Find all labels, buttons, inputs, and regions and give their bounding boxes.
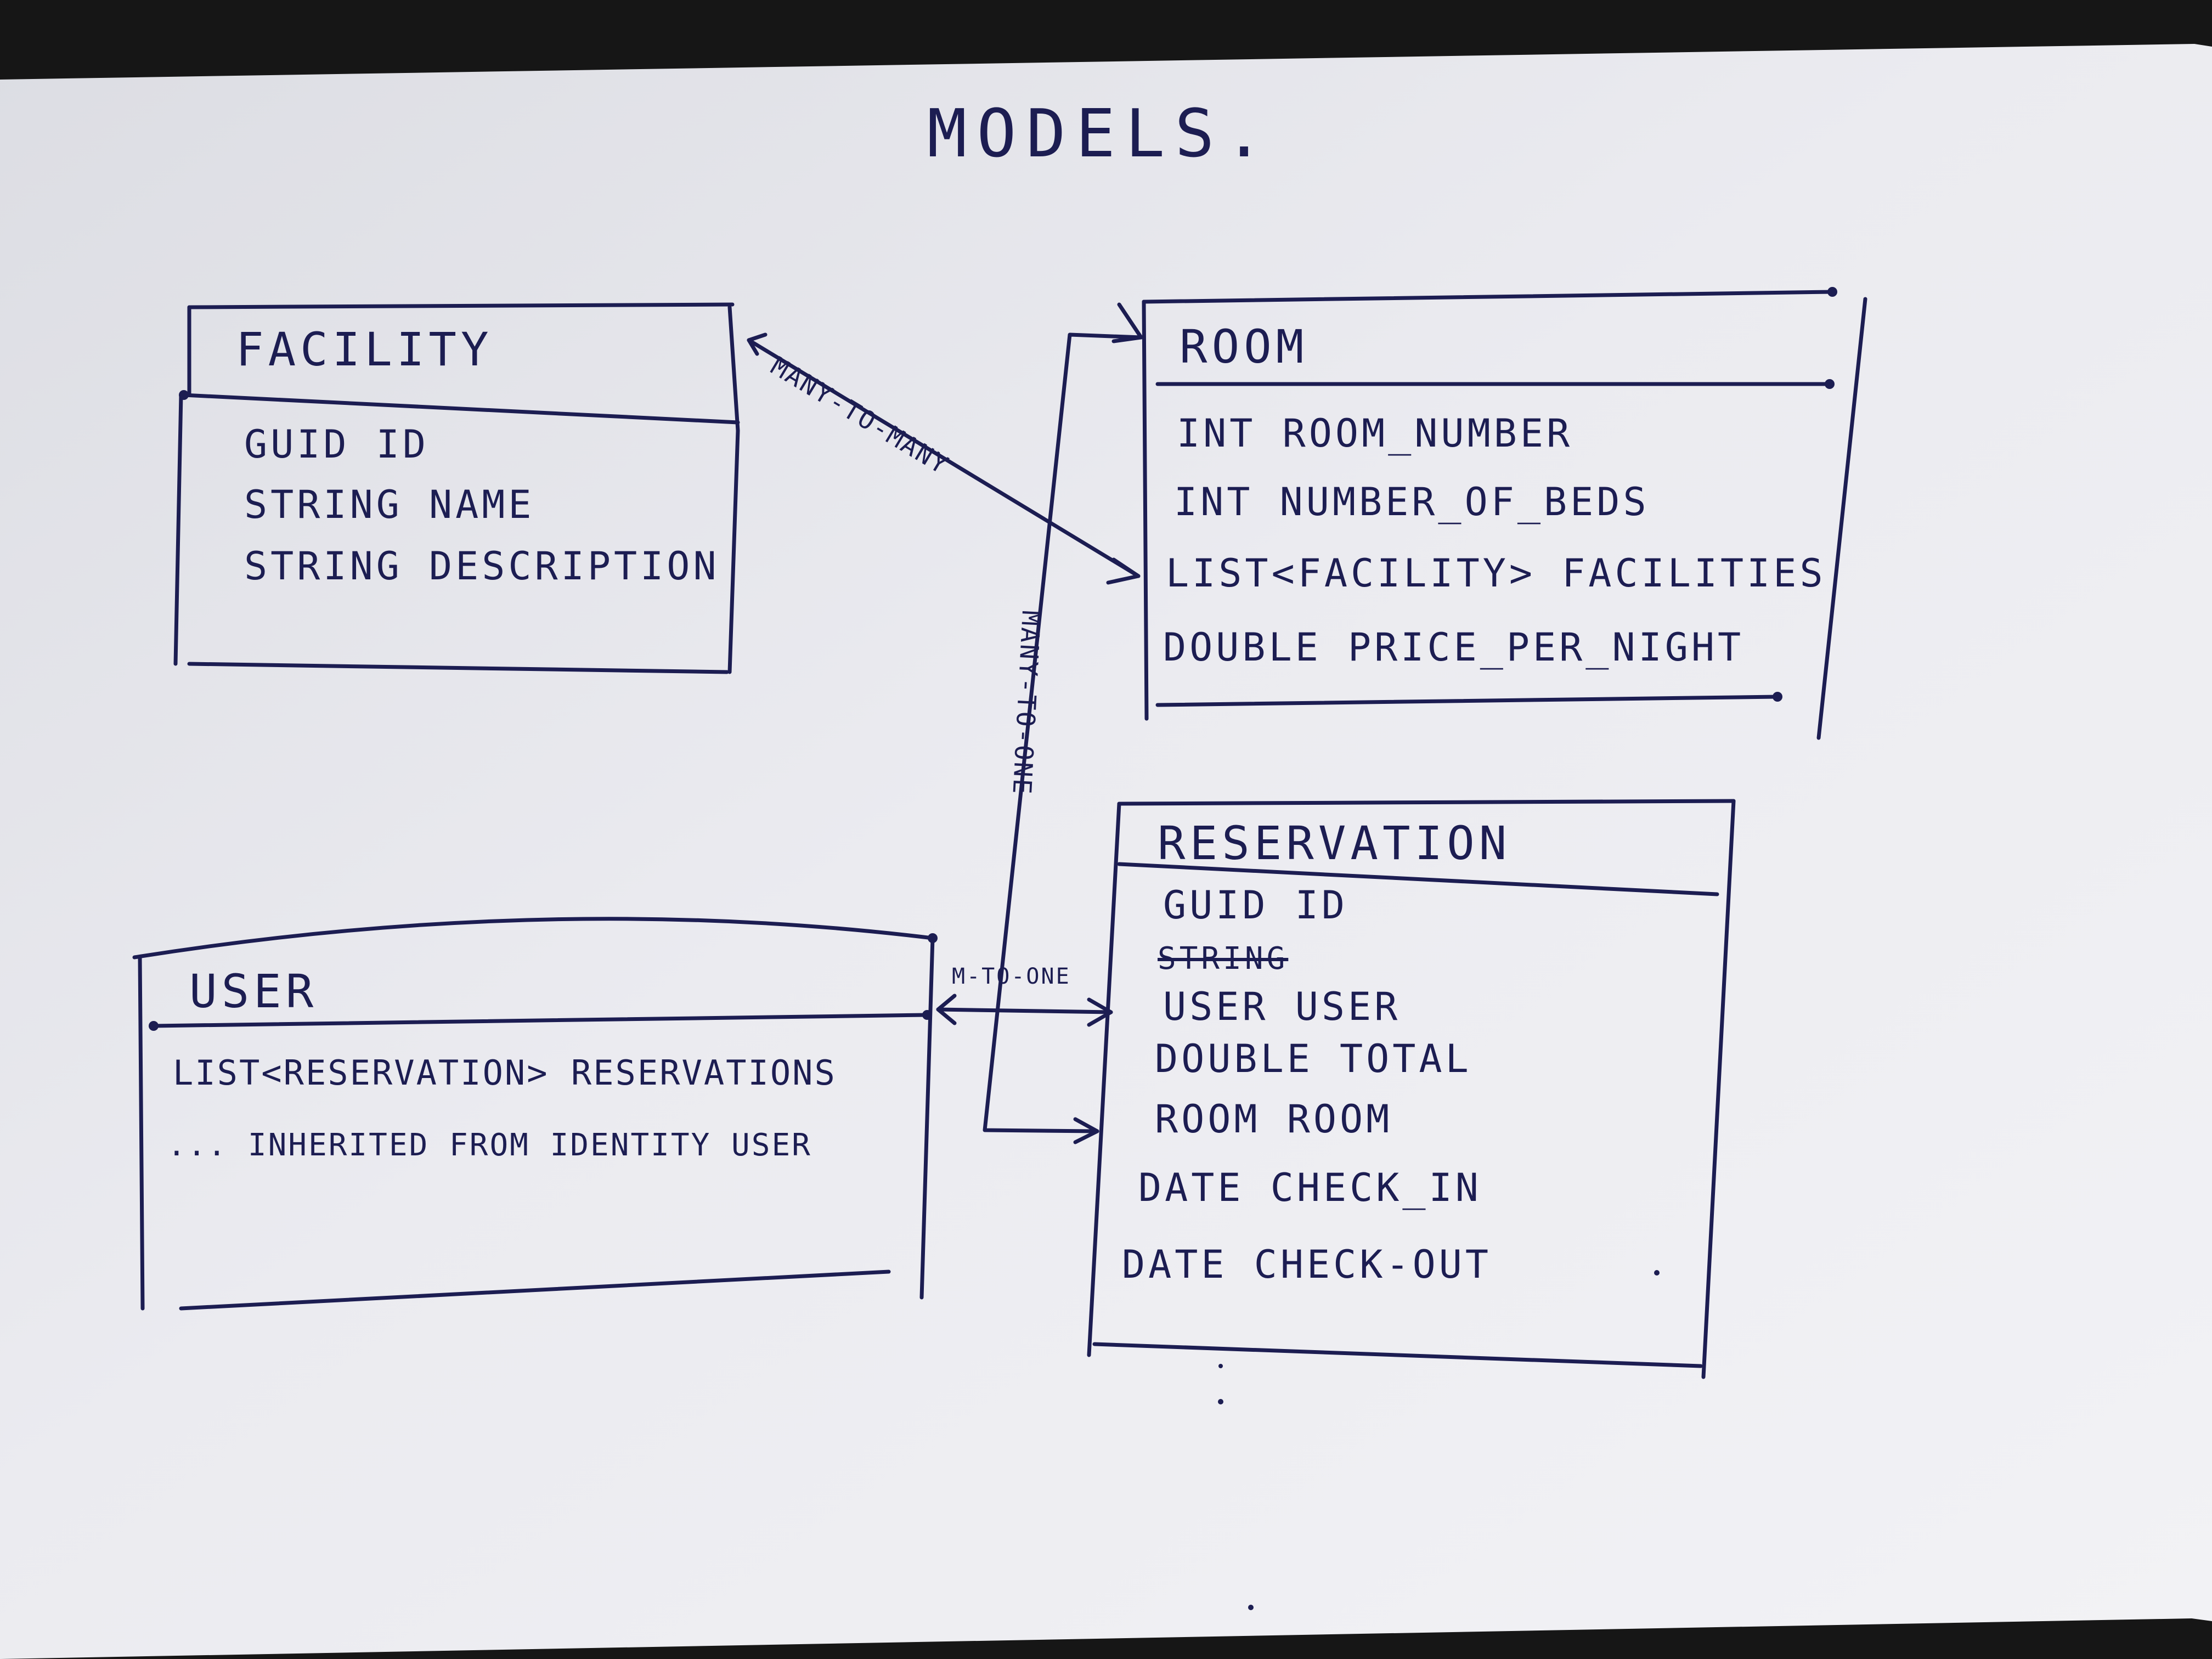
reservation-attr: USER USER <box>1163 984 1401 1029</box>
reservation-attr: ROOM ROOM <box>1155 1097 1393 1142</box>
room-name: ROOM <box>1180 320 1308 374</box>
reservation-attr: DOUBLE TOTAL <box>1155 1036 1472 1081</box>
room-attr: DOUBLE PRICE_PER_NIGHT <box>1163 625 1745 670</box>
reservation-box <box>1087 799 1736 1379</box>
facility-name: FACILITY <box>236 323 493 376</box>
room-attr: LIST<FACILITY> FACILITIES <box>1166 551 1826 596</box>
reservation-room-connector <box>983 302 1143 1144</box>
facility-box <box>173 302 740 674</box>
relationship-label-user-reservation: M-TO-ONE <box>952 964 1071 989</box>
user-attr: ... INHERITED FROM IDENTITY USER <box>167 1127 812 1163</box>
ink-marks <box>1218 1270 1660 1610</box>
facility-attr: STRING NAME <box>244 482 535 527</box>
user-reservation-connector <box>936 994 1113 1027</box>
room-attr: INT ROOM_NUMBER <box>1177 411 1573 456</box>
user-attr: LIST<RESERVATION> RESERVATIONS <box>173 1053 837 1093</box>
struck-out-text: STRING <box>1158 941 1289 977</box>
facility-attr: STRING DESCRIPTION <box>244 544 720 589</box>
facility-attr: GUID ID <box>244 422 430 467</box>
user-name: USER <box>189 964 318 1018</box>
user-box <box>132 917 938 1311</box>
reservation-attr: DATE CHECK-OUT <box>1122 1242 1492 1287</box>
page-title: MODELS. <box>927 96 1274 172</box>
reservation-attr: GUID ID <box>1163 883 1348 928</box>
facility-room-connector <box>747 332 1141 585</box>
reservation-name: RESERVATION <box>1158 816 1511 870</box>
room-attr: INT NUMBER_OF_BEDS <box>1174 479 1650 524</box>
reservation-attr: DATE CHECK_IN <box>1138 1165 1482 1210</box>
room-box <box>1142 287 1867 740</box>
